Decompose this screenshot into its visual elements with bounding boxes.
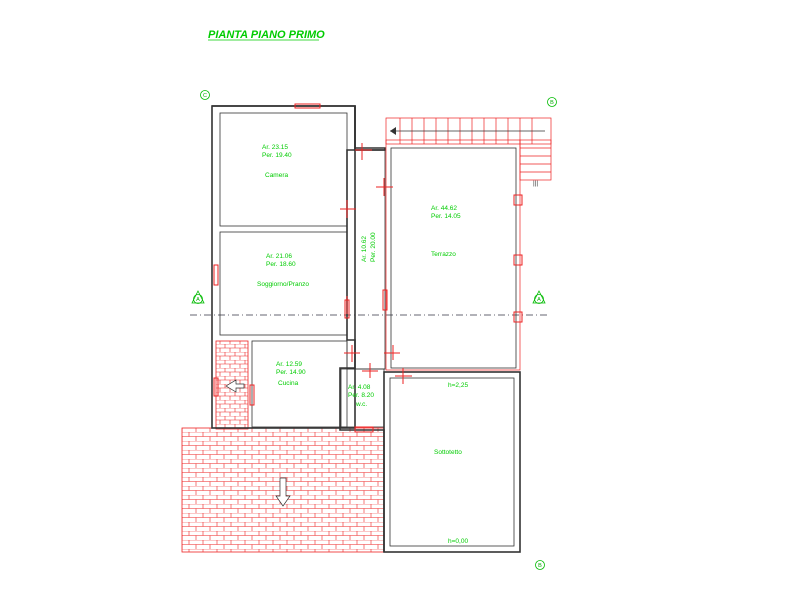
room-label-soggiorno: Ar. 21.06 Per. 18.60 Soggiorno/Pranzo <box>257 253 309 288</box>
svg-text:Per. 14.90: Per. 14.90 <box>276 369 306 376</box>
svg-text:Ar. 4.08: Ar. 4.08 <box>348 384 371 391</box>
svg-text:A: A <box>537 297 541 303</box>
cucina-room <box>251 340 348 428</box>
axis-tag-a-left: A <box>191 290 205 304</box>
axis-tag-c: C <box>200 90 210 100</box>
height-top: h=2,25 <box>448 382 468 389</box>
height-bottom: h=0,00 <box>448 538 468 545</box>
stair-mark: ||| <box>533 180 538 187</box>
openings <box>213 103 523 433</box>
terrazzo-room <box>390 147 517 369</box>
axis-tag-a-right: A <box>532 290 546 304</box>
camera-room <box>219 112 348 227</box>
sottotetto-outer <box>383 371 521 553</box>
axis-tag-b-top: B <box>547 97 557 107</box>
room-label-corridoio: Ar. 10.62 Per. 20.00 <box>361 232 377 262</box>
room-label-wc: Ar. 4.08 Per. 8.20 w.c. <box>348 384 374 408</box>
arrow-down-icon <box>275 477 291 507</box>
svg-text:Ar. 44.62: Ar. 44.62 <box>431 205 457 212</box>
svg-text:Soggiorno/Pranzo: Soggiorno/Pranzo <box>257 281 309 288</box>
room-label-cucina: Ar. 12.59 Per. 14.90 Cucina <box>276 361 306 387</box>
room-label-terrazzo: Ar. 44.62 Per. 14.05 Terrazzo <box>431 205 461 258</box>
svg-text:Ar. 21.06: Ar. 21.06 <box>266 253 292 260</box>
stair-arrow-icon <box>390 127 396 135</box>
svg-text:Per. 19.40: Per. 19.40 <box>262 152 292 159</box>
svg-text:Ar. 23.15: Ar. 23.15 <box>262 144 288 151</box>
svg-text:Sottotetto: Sottotetto <box>434 449 462 456</box>
svg-text:A: A <box>196 297 200 303</box>
svg-text:Per. 18.60: Per. 18.60 <box>266 261 296 268</box>
axis-tag-b-bottom: B <box>535 560 545 570</box>
side-stair <box>519 139 552 181</box>
svg-text:Per. 8.20: Per. 8.20 <box>348 392 374 399</box>
top-stair <box>385 117 552 145</box>
sottotetto-room <box>389 377 515 547</box>
svg-text:Cucina: Cucina <box>278 380 299 387</box>
svg-text:B: B <box>550 100 554 106</box>
svg-text:Terrazzo: Terrazzo <box>431 251 456 258</box>
svg-text:C: C <box>203 93 207 99</box>
room-label-camera: Ar. 23.15 Per. 19.40 Camera <box>262 144 292 179</box>
main-block-wall <box>211 105 356 429</box>
svg-text:Ar. 12.59: Ar. 12.59 <box>276 361 302 368</box>
svg-text:Per. 14.05: Per. 14.05 <box>431 213 461 220</box>
svg-text:B: B <box>538 563 542 569</box>
svg-text:w.c.: w.c. <box>355 401 367 408</box>
svg-text:Ar. 10.62: Ar. 10.62 <box>361 236 368 262</box>
down-arrow-icon <box>225 379 245 393</box>
room-label-sottotetto: Sottotetto h=2,25 h=0,00 <box>434 382 468 545</box>
svg-text:Camera: Camera <box>265 172 289 179</box>
plan-title: PIANTA PIANO PRIMO <box>208 29 325 41</box>
svg-text:Per. 20.00: Per. 20.00 <box>370 232 377 262</box>
